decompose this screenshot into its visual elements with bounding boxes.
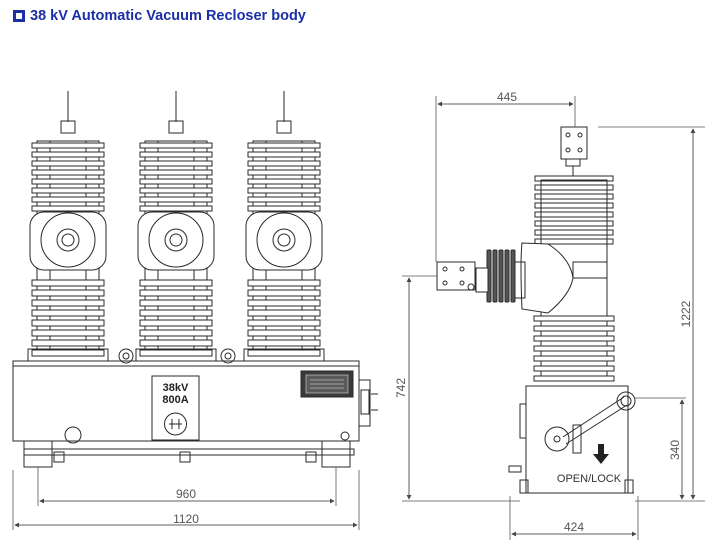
ground-icon: [340, 431, 350, 441]
front-dimensions: [12, 467, 360, 530]
pole-1: [27, 91, 109, 362]
nameplate-current: 800A: [162, 394, 188, 406]
mount-foot: [23, 440, 53, 468]
page-title: 38 kV Automatic Vacuum Recloser body: [30, 8, 306, 24]
front-view: [12, 91, 378, 468]
dim-445: 445: [497, 90, 517, 104]
pole-2: [135, 91, 217, 362]
lifting-eye: [220, 348, 236, 364]
dim-1222: 1222: [679, 300, 693, 327]
open-lock-label: OPEN/LOCK: [557, 473, 622, 485]
top-terminal: [560, 126, 588, 160]
nameplate-rating: 38kV: [163, 382, 189, 394]
nameplate-box: [151, 375, 200, 441]
dim-340: 340: [668, 440, 682, 460]
pole-3: [243, 91, 325, 362]
lifting-eye: [118, 348, 134, 364]
page-heading: 38 kV Automatic Vacuum Recloser body: [13, 6, 306, 26]
dim-960: 960: [176, 487, 196, 501]
dim-424: 424: [564, 520, 584, 534]
dim-742: 742: [394, 378, 408, 398]
square-bullet-icon: [13, 10, 25, 22]
bushing-housing: [520, 242, 574, 314]
front-nameplate-text: 38kV 800A: [162, 382, 189, 436]
side-terminal: [436, 261, 476, 291]
front-poles: [27, 91, 325, 362]
side-view: [436, 126, 636, 494]
side-dimensions: [402, 96, 705, 540]
side-tank: [525, 385, 629, 494]
port-icon: [64, 426, 82, 444]
mount-foot: [321, 440, 351, 468]
down-arrow-icon: [593, 444, 609, 464]
dim-1120: 1120: [173, 512, 199, 526]
operating-handle: [544, 426, 570, 452]
